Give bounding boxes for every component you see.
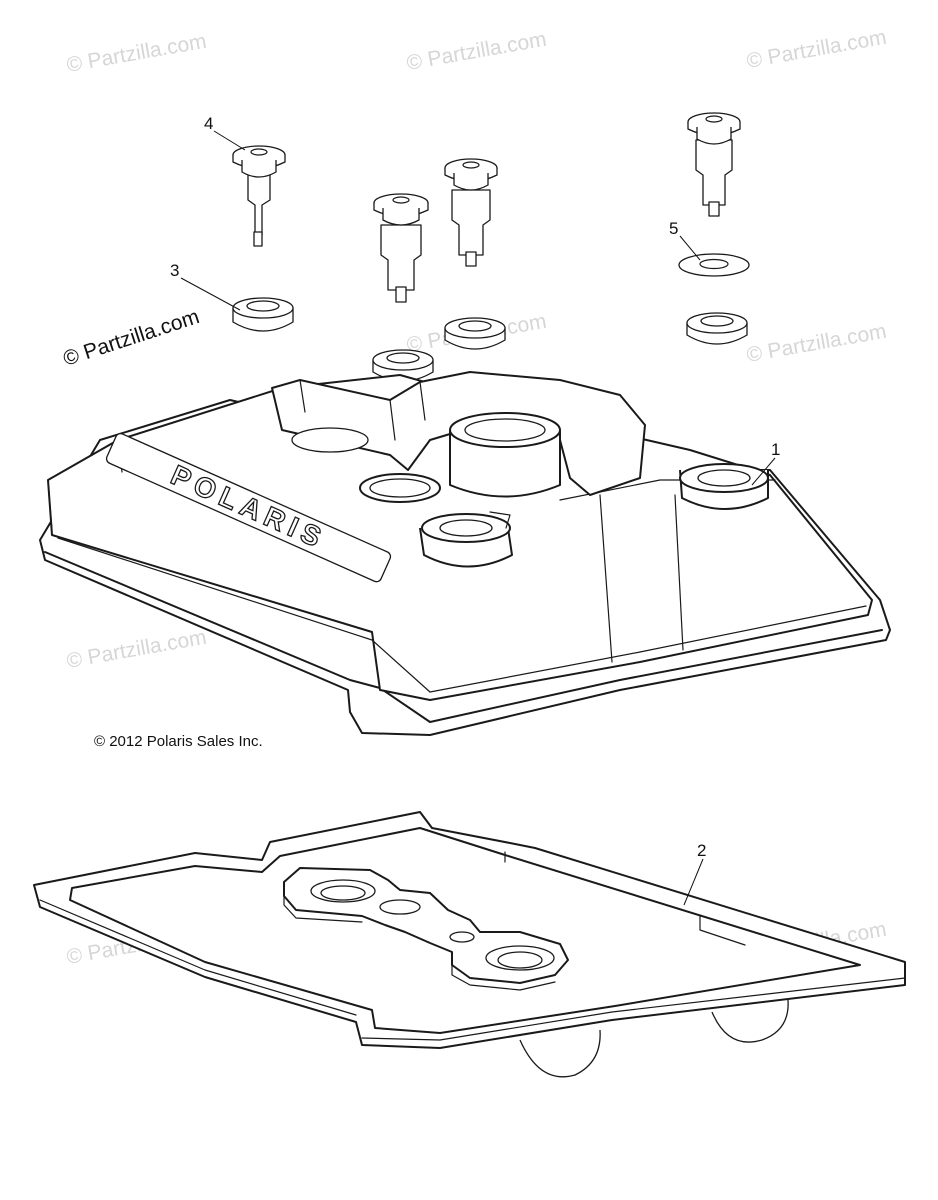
copyright-notice: © 2012 Polaris Sales Inc. bbox=[94, 733, 263, 750]
leader-line bbox=[213, 130, 246, 151]
callout-4: 4 bbox=[204, 114, 213, 133]
bolt[interactable] bbox=[373, 193, 429, 303]
watermark-dark: © Partzilla.com bbox=[60, 305, 202, 371]
watermark: © Partzilla.com bbox=[405, 28, 548, 75]
watermark: © Partzilla.com bbox=[65, 626, 208, 673]
bolt[interactable] bbox=[444, 158, 498, 267]
watermark: © Partzilla.com bbox=[65, 30, 208, 77]
leader-line bbox=[683, 858, 704, 906]
callout-labels: 4 5 3 1 2 bbox=[170, 114, 780, 906]
leader-line bbox=[180, 277, 241, 311]
watermark: © Partzilla.com bbox=[745, 26, 888, 73]
callout-3: 3 bbox=[170, 261, 179, 280]
callout-1: 1 bbox=[771, 440, 780, 459]
leader-line bbox=[679, 235, 701, 261]
valve-cover-part-1[interactable]: POLARIS bbox=[39, 371, 891, 736]
washer-part-5[interactable] bbox=[678, 253, 750, 277]
bolt[interactable] bbox=[687, 112, 741, 217]
callout-2: 2 bbox=[697, 841, 706, 860]
grommet-part-3[interactable] bbox=[232, 297, 294, 332]
grommet[interactable] bbox=[444, 317, 506, 350]
bolt-part-4[interactable] bbox=[232, 145, 286, 247]
watermark: © Partzilla.com bbox=[745, 320, 888, 367]
callout-5: 5 bbox=[669, 219, 678, 238]
grommet[interactable] bbox=[686, 312, 748, 345]
gasket-part-2[interactable] bbox=[33, 811, 906, 1078]
leader-line bbox=[751, 457, 776, 486]
